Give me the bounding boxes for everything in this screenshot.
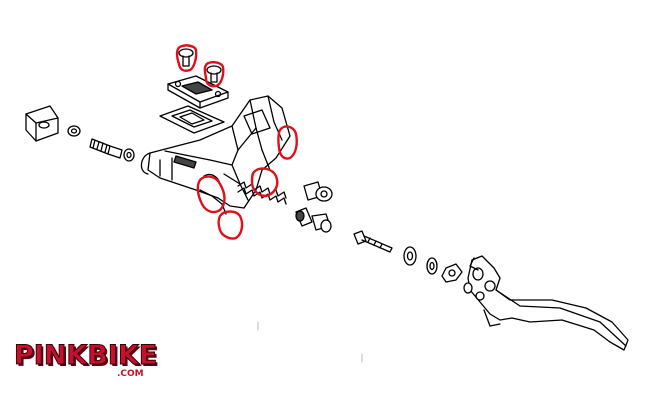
small-ring-part [67, 125, 81, 137]
push-rod [353, 230, 393, 253]
logo-domain-text: .COM [117, 369, 144, 379]
highlight-cap-bolt-left [175, 44, 198, 72]
reservoir-cap [167, 75, 229, 109]
lever-blade [463, 255, 629, 351]
cap-bolt-right [206, 65, 222, 83]
logo-brand-text: PINKBIKE [13, 340, 158, 372]
washer-3 [441, 263, 463, 283]
reservoir-diaphragm [159, 105, 225, 134]
sleeve-part [25, 105, 59, 142]
washer-1 [403, 246, 417, 266]
washer-2 [426, 257, 438, 275]
pinkbike-logo: PINKBIKE .COM [13, 340, 160, 388]
highlight-body-bolt-bottom [217, 210, 244, 240]
highlight-body-bolt-right [250, 167, 279, 198]
highlight-body-bolt-lower [196, 175, 226, 214]
return-spring [237, 181, 287, 205]
cap-bolt-left [178, 48, 194, 67]
adjuster-screw-part [89, 138, 135, 162]
highlight-cap-bolt-right [203, 61, 225, 88]
highlight-clamp-bolt-side [277, 125, 298, 160]
piston [295, 181, 333, 233]
